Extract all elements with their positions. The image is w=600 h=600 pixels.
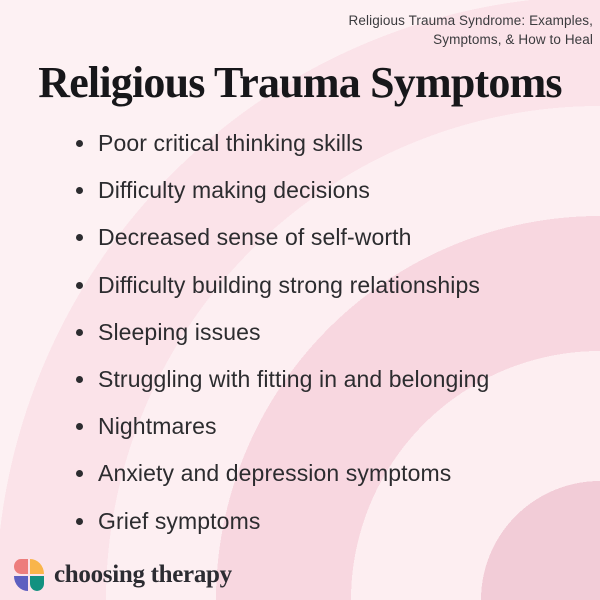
bullet-icon (76, 234, 83, 242)
symptom-item: Nightmares (72, 403, 590, 450)
bullet-icon (76, 281, 83, 289)
symptom-text: Difficulty making decisions (98, 177, 370, 204)
bullet-icon (76, 187, 83, 195)
bullet-icon (76, 140, 83, 148)
symptom-item: Difficulty making decisions (72, 167, 590, 214)
symptom-text: Sleeping issues (98, 318, 261, 345)
symptom-text: Decreased sense of self-worth (98, 224, 412, 251)
symptom-item: Sleeping issues (72, 309, 590, 356)
brand-logo-text: choosing therapy (54, 561, 232, 588)
symptom-text: Nightmares (98, 413, 217, 440)
bullet-icon (76, 328, 83, 336)
bullet-icon (76, 517, 83, 525)
symptom-text: Struggling with fitting in and belonging (98, 366, 490, 393)
symptom-text: Difficulty building strong relationships (98, 271, 480, 298)
logo-petal-teal-icon (30, 576, 44, 591)
symptom-item: Decreased sense of self-worth (72, 214, 590, 261)
symptom-item: Grief symptoms (72, 498, 590, 545)
symptom-text: Anxiety and depression symptoms (98, 460, 452, 487)
corner-note: Religious Trauma Syndrome: Examples, Sym… (349, 11, 593, 49)
bullet-icon (76, 423, 83, 431)
bullet-icon (76, 376, 83, 384)
logo-petal-yellow-icon (30, 559, 44, 574)
brand-logo: choosing therapy (14, 559, 232, 591)
page-title: Religious Trauma Symptoms (38, 58, 562, 107)
corner-note-line2: Symptoms, & How to Heal (433, 32, 593, 47)
symptom-item: Struggling with fitting in and belonging (72, 356, 590, 403)
logo-petal-purple-icon (14, 576, 28, 591)
corner-note-line1: Religious Trauma Syndrome: Examples, (348, 13, 593, 28)
bullet-icon (76, 470, 83, 478)
symptom-item: Difficulty building strong relationships (72, 262, 590, 309)
symptom-text: Grief symptoms (98, 507, 261, 534)
symptom-item: Poor critical thinking skills (72, 120, 590, 167)
symptom-text: Poor critical thinking skills (98, 130, 363, 157)
symptom-item: Anxiety and depression symptoms (72, 450, 590, 497)
logo-petal-coral-icon (14, 559, 28, 574)
brand-logo-icon (14, 559, 44, 591)
